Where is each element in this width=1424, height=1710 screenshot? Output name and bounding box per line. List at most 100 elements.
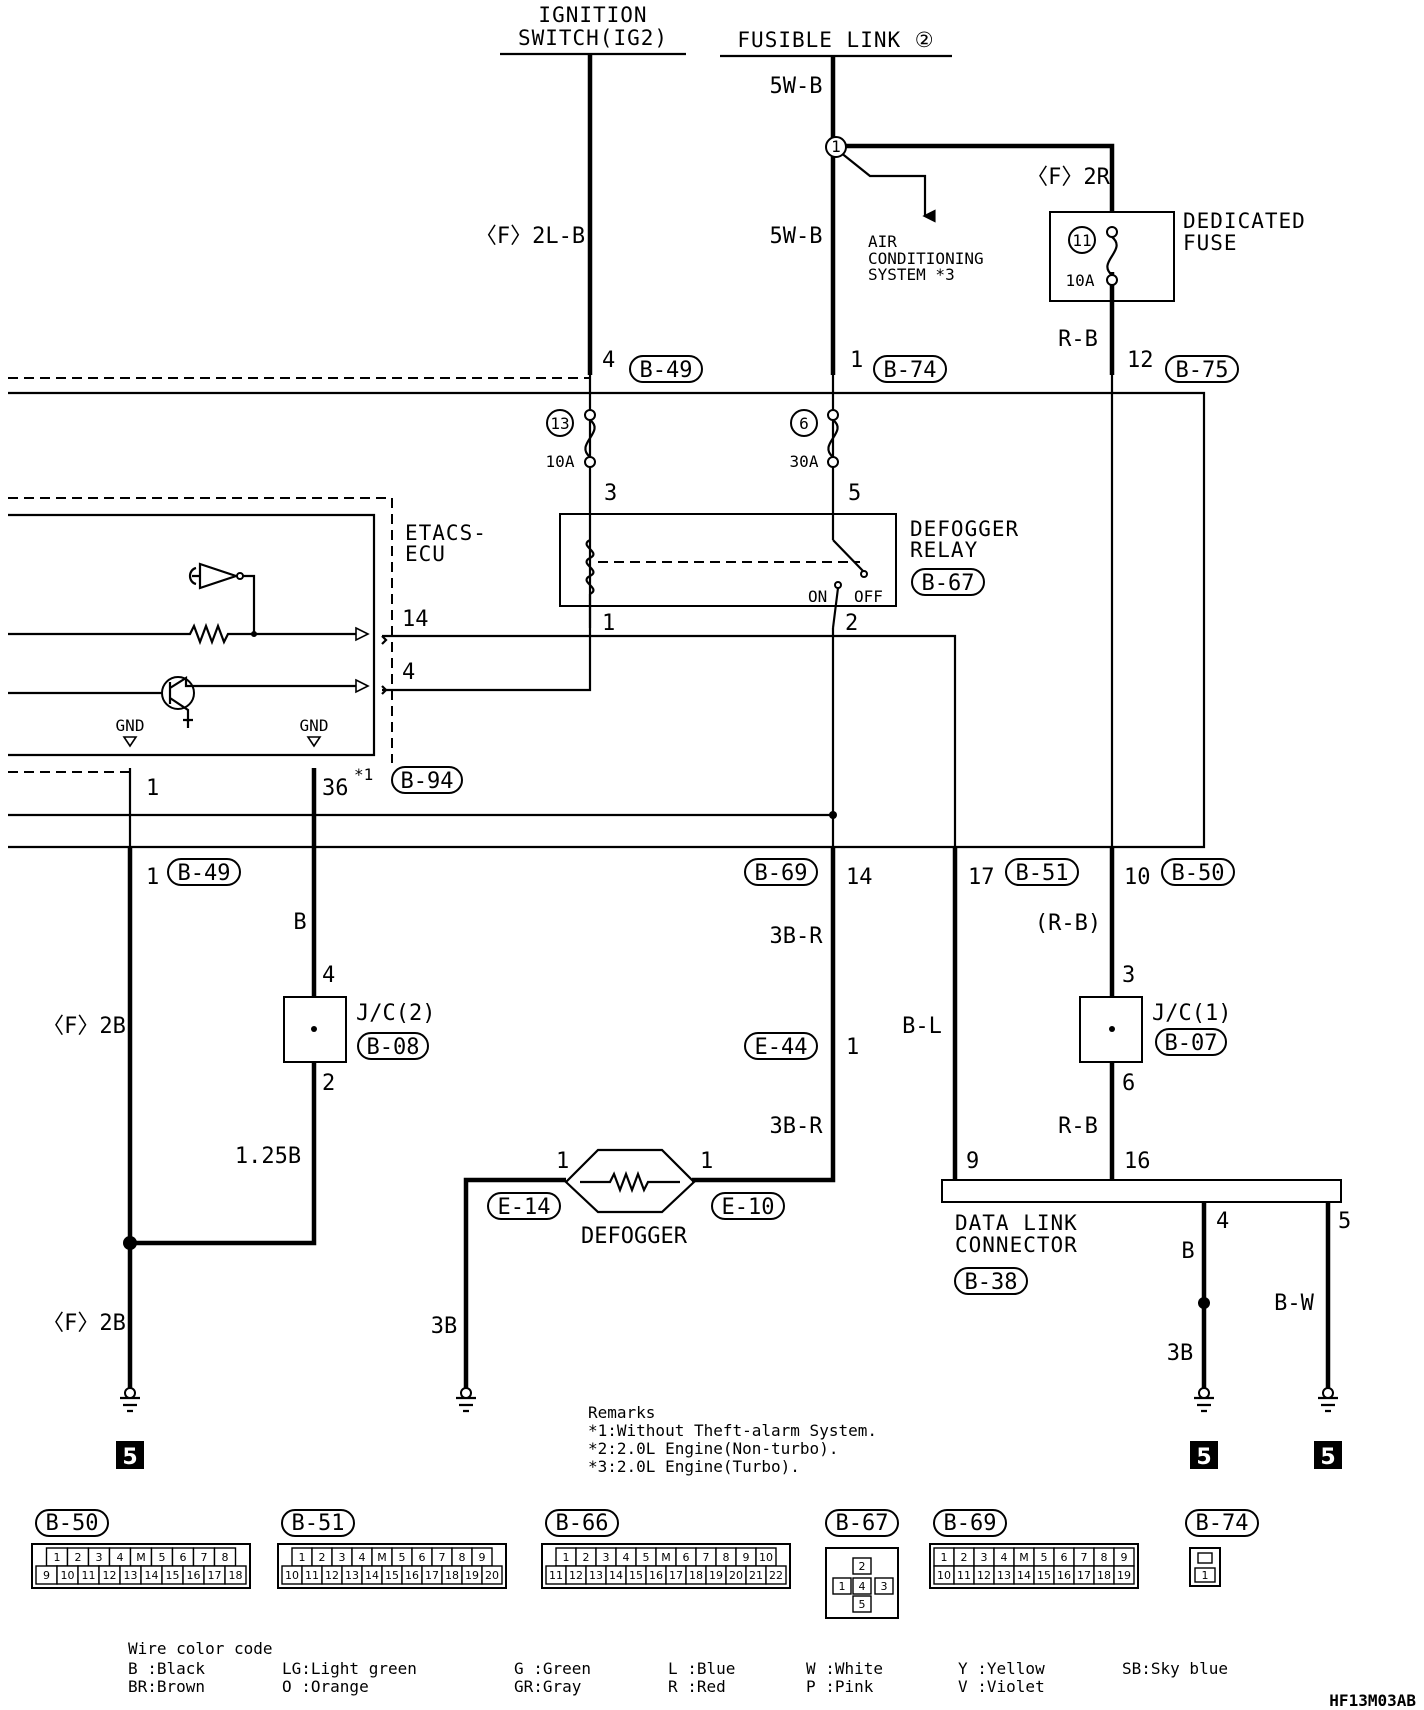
relay-off-label: OFF <box>854 587 883 606</box>
connector-pin-cell <box>765 1565 787 1585</box>
connector-pin-number: 4 <box>1001 1551 1008 1564</box>
ecu-gnd-2-marker <box>306 736 322 748</box>
wire-label-3b-left: 3B <box>431 1314 458 1339</box>
connector-pin-number: 7 <box>1081 1551 1088 1564</box>
connector-ref-b49-bottom: B-49 <box>167 858 241 886</box>
legend-orange: O :Orange <box>282 1677 369 1696</box>
defogger-relay: ON OFF DEFOGGER RELAY <box>559 513 1018 629</box>
legend-gray: GR:Gray <box>514 1677 582 1696</box>
connector-pin-number: 11 <box>82 1569 96 1582</box>
wire-label-f2lb: 〈F〉2L-B <box>475 224 585 249</box>
connector-ref-b07: B-07 <box>1155 1028 1227 1056</box>
connector-pin-number: M <box>377 1551 387 1564</box>
defogger: DEFOGGER <box>564 1148 696 1249</box>
connector-view-label: B-74 <box>1196 1511 1249 1536</box>
relay-coil <box>585 539 595 595</box>
connector-pin-cell <box>852 1557 872 1575</box>
diagram-code: HF13M03AB <box>1329 1691 1416 1710</box>
ref-e14-text: E-14 <box>498 1195 551 1220</box>
wire-label-5wb: 5W-B <box>770 224 823 249</box>
ground-symbol-1 <box>120 1387 140 1413</box>
fuse-11-element <box>1106 236 1118 276</box>
pin-2-relay: 2 <box>845 611 858 636</box>
ref-b67-text: B-67 <box>922 571 975 596</box>
connector-view-label: B-50 <box>46 1511 99 1536</box>
connector-view-label: B-69 <box>944 1511 997 1536</box>
ref-e10-text: E-10 <box>722 1195 775 1220</box>
connector-view-label: B-51 <box>292 1511 345 1536</box>
connector-view-label: B-66 <box>556 1511 609 1536</box>
connector-pin-number: 11 <box>957 1569 971 1582</box>
dedicated-label-1: DEDICATED <box>1183 209 1306 233</box>
connector-pin-number: M <box>661 1551 671 1564</box>
fuse-11-terminal-b <box>1106 274 1118 286</box>
ignition-title-line1: IGNITION <box>538 3 647 27</box>
connector-pin-number: 13 <box>345 1569 359 1582</box>
fuse-11-terminal-a <box>1106 226 1118 238</box>
relay-box <box>559 513 897 607</box>
connector-pin-number: M <box>136 1551 146 1564</box>
connector-view-label: B-67 <box>836 1511 889 1536</box>
ref-b07-text: B-07 <box>1165 1031 1218 1056</box>
connector-pin-number: 4 <box>623 1551 630 1564</box>
splice-point <box>825 136 847 158</box>
connector-pin-number: 10 <box>285 1569 299 1582</box>
connector-pin-number: 13 <box>997 1569 1011 1582</box>
connector-ref-b74-top: B-74 <box>873 355 947 383</box>
connector-pin-number: 4 <box>117 1551 124 1564</box>
wire-125b <box>130 1062 317 1246</box>
wire-label-bw: B-W <box>1274 1291 1314 1316</box>
pin-1-ecu-gnd: 1 <box>146 776 159 801</box>
connector-pin-number: 10 <box>759 1551 773 1564</box>
wire-label-f2b-2: 〈F〉2B <box>42 1311 126 1336</box>
legend-black: B :Black <box>128 1659 205 1678</box>
dlc-body <box>941 1179 1342 1203</box>
ref-b49-top-text: B-49 <box>640 358 693 383</box>
junction-dot-dlc <box>1198 1297 1210 1309</box>
fusible-link-title: FUSIBLE LINK ② <box>737 28 934 52</box>
connector-pin-number: 1 <box>1202 1569 1209 1582</box>
connector-pin-number: 14 <box>609 1569 623 1582</box>
jc2-label: J/C(2) <box>356 1001 435 1026</box>
ref-b69-text: B-69 <box>755 861 808 886</box>
connector-ref-b67: B-67 <box>911 568 985 596</box>
connector-pin-number: 13 <box>589 1569 603 1582</box>
connector-pin-number: 6 <box>419 1551 426 1564</box>
pin-5-relay: 5 <box>848 481 861 506</box>
connector-ref-b38: B-38 <box>954 1267 1028 1295</box>
ground-ref-1: 5 <box>116 1441 144 1470</box>
fuse-11-badge <box>1068 226 1096 254</box>
connector-pin-number: 2 <box>961 1551 968 1564</box>
splice-number: 1 <box>831 137 841 156</box>
fuse-6-number: 6 <box>799 414 809 433</box>
defogger-label: DEFOGGER <box>581 1224 688 1249</box>
fuse-11-rating: 10A <box>1066 271 1095 290</box>
connector-ref-b51: B-51 <box>1005 858 1079 886</box>
pin-16-dlc: 16 <box>1124 1149 1151 1174</box>
ecu-transistor-leads <box>168 676 360 722</box>
relay-contact-lead <box>831 587 840 629</box>
connector-pin-number: 15 <box>1037 1569 1051 1582</box>
connector-ref-b94: B-94 <box>391 766 463 794</box>
fuse-13-rating: 10A <box>546 452 575 471</box>
connector-pin-number: 12 <box>977 1569 991 1582</box>
wire-label-3b-dlc: 3B <box>1167 1341 1194 1366</box>
wire-color-legend: Wire color code B :Black BR:Brown LG:Lig… <box>128 1639 1228 1696</box>
connector-view-label-badge <box>825 1509 899 1537</box>
dlc-label-2: CONNECTOR <box>955 1233 1078 1257</box>
connector-pin-cell <box>852 1595 872 1613</box>
ecu-buffer-out <box>243 574 256 634</box>
connector-pin-number: 5 <box>1041 1551 1048 1564</box>
wire-label-3br-2: 3B-R <box>770 1114 824 1139</box>
connector-view-label-badge <box>35 1509 109 1537</box>
connector-pin-number: 18 <box>689 1569 703 1582</box>
connector-pin-number: 6 <box>1061 1551 1068 1564</box>
pin-2-jc2: 2 <box>322 1071 335 1096</box>
ref-b38-text: B-38 <box>965 1270 1018 1295</box>
connector-pin-number: 9 <box>43 1569 50 1582</box>
pin-1-defogger-left: 1 <box>556 1149 569 1174</box>
connector-pin-number: 22 <box>769 1569 783 1582</box>
